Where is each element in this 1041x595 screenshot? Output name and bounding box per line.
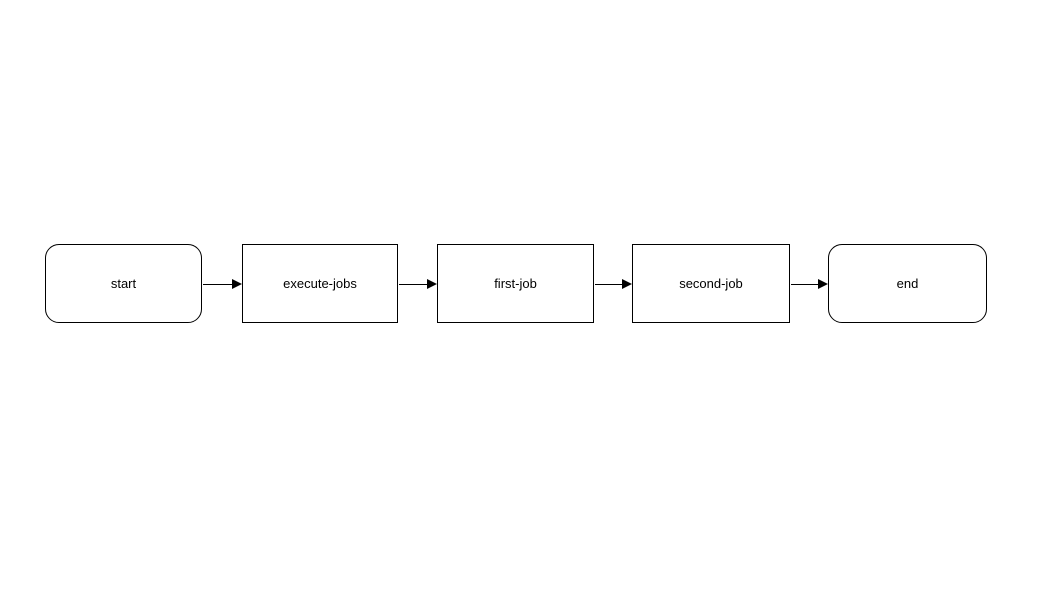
node-second-job-label: second-job (679, 276, 743, 291)
node-start-label: start (110, 276, 137, 291)
arrowhead-icon (818, 279, 828, 289)
node-end[interactable]: end (828, 244, 987, 323)
edge-line (791, 283, 818, 285)
node-second-job[interactable]: second-job (632, 244, 790, 323)
edge-line (203, 283, 232, 285)
node-end-label: end (896, 276, 919, 291)
node-execute-jobs[interactable]: execute-jobs (242, 244, 398, 323)
arrowhead-icon (232, 279, 242, 289)
edge-line (399, 283, 427, 285)
node-first-job[interactable]: first-job (437, 244, 594, 323)
edge-start-to-execute-jobs[interactable] (203, 278, 242, 290)
node-start[interactable]: start (45, 244, 202, 323)
arrowhead-icon (622, 279, 632, 289)
arrowhead-icon (427, 279, 437, 289)
edge-execute-jobs-to-first-job[interactable] (399, 278, 437, 290)
node-execute-jobs-label: execute-jobs (283, 276, 357, 291)
node-first-job-label: first-job (494, 276, 537, 291)
edge-second-job-to-end[interactable] (791, 278, 828, 290)
edge-line (595, 283, 622, 285)
edge-first-job-to-second-job[interactable] (595, 278, 632, 290)
